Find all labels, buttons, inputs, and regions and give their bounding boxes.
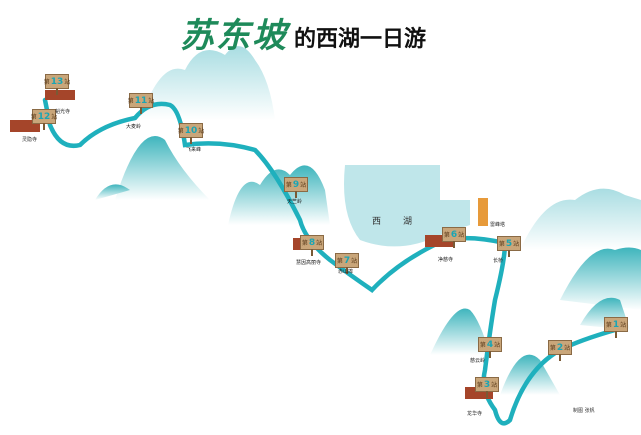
station-prefix: 第: [605, 322, 612, 329]
station-number: 10: [184, 125, 198, 136]
station-number: 5: [505, 238, 513, 249]
station-number: 7: [343, 255, 351, 266]
station-place-label: 天竺岭: [287, 199, 303, 205]
station-suffix: 站: [64, 79, 71, 86]
station-place-label: 飞来峰: [186, 147, 202, 153]
pagoda: [478, 198, 488, 226]
station-suffix: 站: [513, 241, 520, 248]
station-number: 12: [37, 111, 51, 122]
west-lake: [344, 165, 470, 247]
station-prefix: 第: [301, 240, 308, 247]
lake-label: 西湖: [372, 217, 435, 227]
credit: 制图 张帆: [573, 408, 595, 414]
station-suffix: 站: [316, 240, 323, 247]
station-prefix: 第: [285, 182, 292, 189]
station-place-label: 大麦岭: [126, 124, 142, 130]
station-place-label: 灵隐寺: [22, 137, 38, 143]
route-line: [42, 97, 618, 426]
station-prefix: 第: [336, 258, 343, 265]
station-suffix: 站: [51, 114, 58, 121]
station-suffix: 站: [494, 342, 501, 349]
station-suffix: 站: [351, 258, 358, 265]
station-suffix: 站: [620, 322, 627, 329]
station-number: 3: [483, 379, 491, 390]
station-number: 1: [612, 319, 620, 330]
station-prefix: 第: [127, 98, 134, 105]
pagoda-label: 雷峰塔: [490, 222, 506, 228]
station-prefix: 第: [498, 241, 505, 248]
station-place-label: 赤山埠: [338, 269, 354, 275]
station-prefix: 第: [479, 342, 486, 349]
page-title: 苏东坡 的西湖一日游: [180, 8, 426, 57]
station-number: 4: [486, 339, 494, 350]
station-suffix: 站: [491, 382, 498, 389]
station-prefix: 第: [443, 232, 450, 239]
station-suffix: 站: [300, 182, 307, 189]
station-suffix: 站: [148, 98, 155, 105]
station-place-label: 慧因高丽寺: [296, 260, 322, 266]
station-number: 2: [556, 342, 564, 353]
station-suffix: 站: [198, 128, 205, 135]
station-number: 6: [450, 229, 458, 240]
station-number: 11: [134, 95, 148, 106]
station-prefix: 第: [549, 345, 556, 352]
station-place-label: 长桥: [493, 258, 504, 264]
station-suffix: 站: [458, 232, 465, 239]
station-place-label: 韬光寺: [55, 109, 71, 115]
station-number: 8: [308, 237, 316, 248]
station-number: 13: [50, 76, 64, 87]
station-number: 9: [292, 179, 300, 190]
station-place-label: 净慈寺: [438, 257, 454, 263]
title-brand: 苏东坡: [180, 16, 288, 56]
mountains: [95, 46, 641, 395]
station-place-label: 龙华寺: [467, 411, 483, 417]
station-prefix: 第: [177, 128, 184, 135]
station-prefix: 第: [476, 382, 483, 389]
title-rest: 的西湖一日游: [294, 27, 427, 52]
temples: [10, 90, 493, 399]
station-prefix: 第: [30, 114, 37, 121]
station-suffix: 站: [564, 345, 571, 352]
station-prefix: 第: [43, 79, 50, 86]
station-place-label: 慈云岭: [470, 358, 486, 364]
